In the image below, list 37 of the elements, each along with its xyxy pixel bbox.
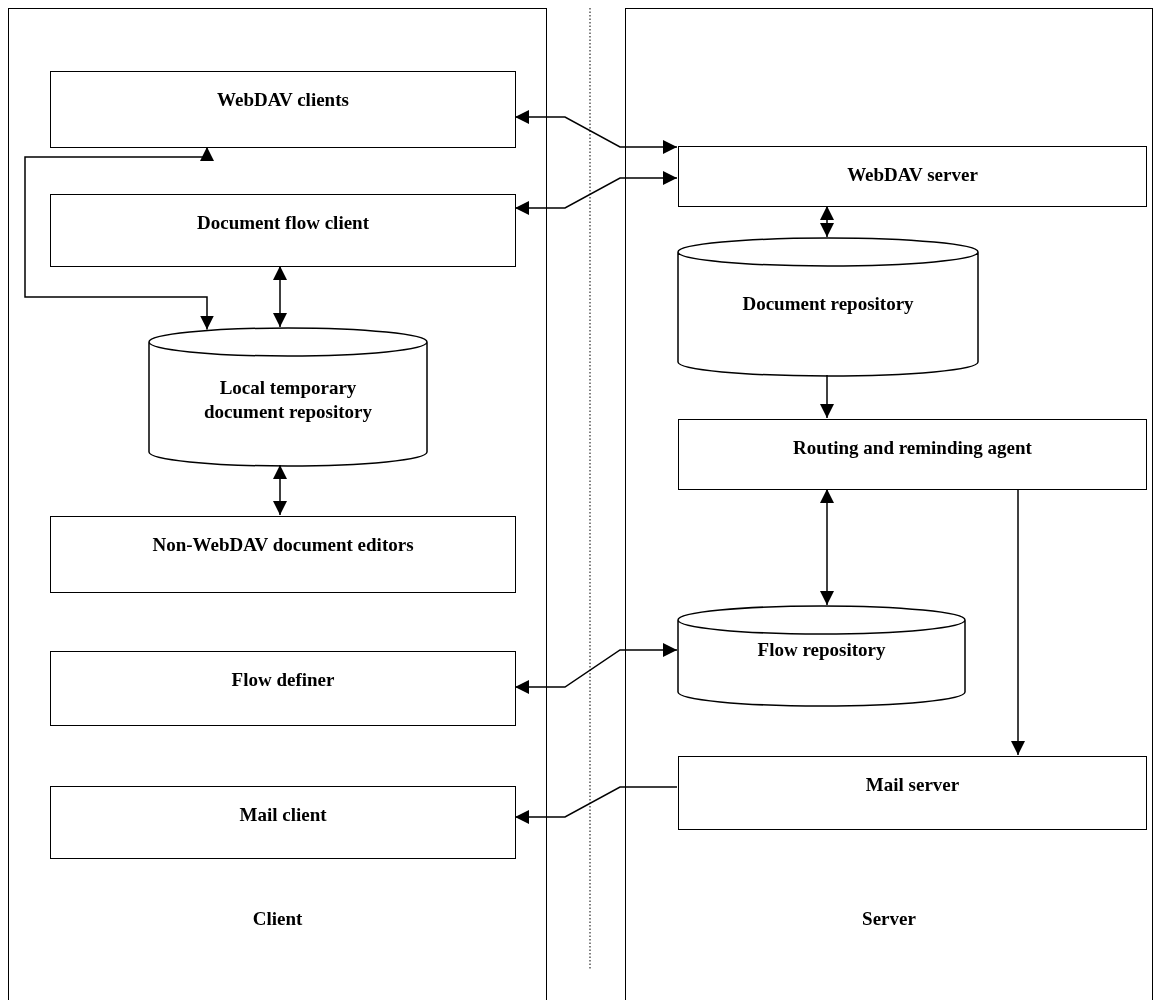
- arrow: [24, 146, 214, 331]
- process-box: [50, 194, 516, 267]
- node-label: Mail server: [864, 773, 961, 797]
- node-label: WebDAV server: [846, 163, 979, 187]
- arrow: [273, 265, 287, 328]
- arrow: [514, 171, 678, 215]
- arrow: [1011, 488, 1025, 756]
- database-cylinder: [678, 238, 978, 376]
- arrow: [820, 488, 834, 606]
- arrow: [273, 464, 287, 516]
- node-label: Flow definer: [230, 668, 336, 692]
- section-panel: [8, 8, 547, 1000]
- process-box: [50, 71, 516, 148]
- node-label: Document flow client: [196, 211, 370, 235]
- arrow: [820, 374, 834, 419]
- process-box: [678, 146, 1147, 207]
- process-box: [678, 756, 1147, 830]
- process-box: [50, 651, 516, 726]
- section-label: Client: [251, 907, 304, 931]
- process-box: [50, 786, 516, 859]
- arrow: [514, 643, 678, 694]
- section-label: Server: [861, 907, 917, 931]
- node-label: Document repository: [741, 292, 915, 316]
- process-box: [678, 419, 1147, 490]
- arrow: [820, 205, 834, 238]
- section-panel: [625, 8, 1153, 1000]
- node-label: Local temporary document repository: [203, 376, 373, 424]
- node-label: Flow repository: [756, 638, 887, 662]
- process-box: [50, 516, 516, 593]
- database-cylinder: [149, 328, 427, 466]
- node-label: Routing and reminding agent: [792, 436, 1033, 460]
- node-label: Non-WebDAV document editors: [151, 533, 415, 557]
- arrow: [514, 786, 678, 824]
- arrow: [514, 110, 678, 154]
- database-cylinder: [678, 606, 965, 706]
- node-label: WebDAV clients: [216, 88, 350, 112]
- node-label: Mail client: [238, 803, 328, 827]
